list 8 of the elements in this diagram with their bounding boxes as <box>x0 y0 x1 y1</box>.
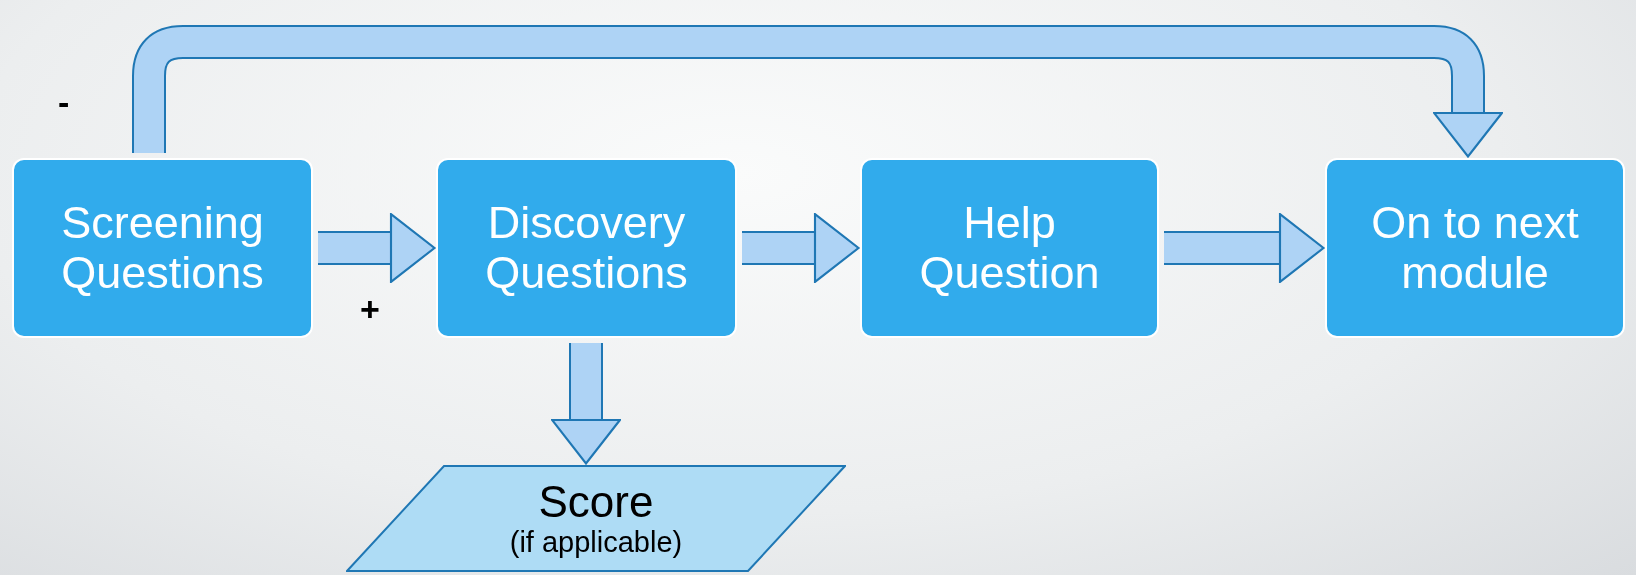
process-box: On to next module <box>1325 158 1625 338</box>
node-note: (if applicable) <box>509 526 683 559</box>
edge-label: - <box>58 85 70 119</box>
node-title: Score <box>538 478 654 527</box>
edge-label: + <box>360 292 380 326</box>
process-box: Help Question <box>860 158 1159 338</box>
process-box: Screening Questions <box>12 158 313 338</box>
process-box: Discovery Questions <box>436 158 737 338</box>
